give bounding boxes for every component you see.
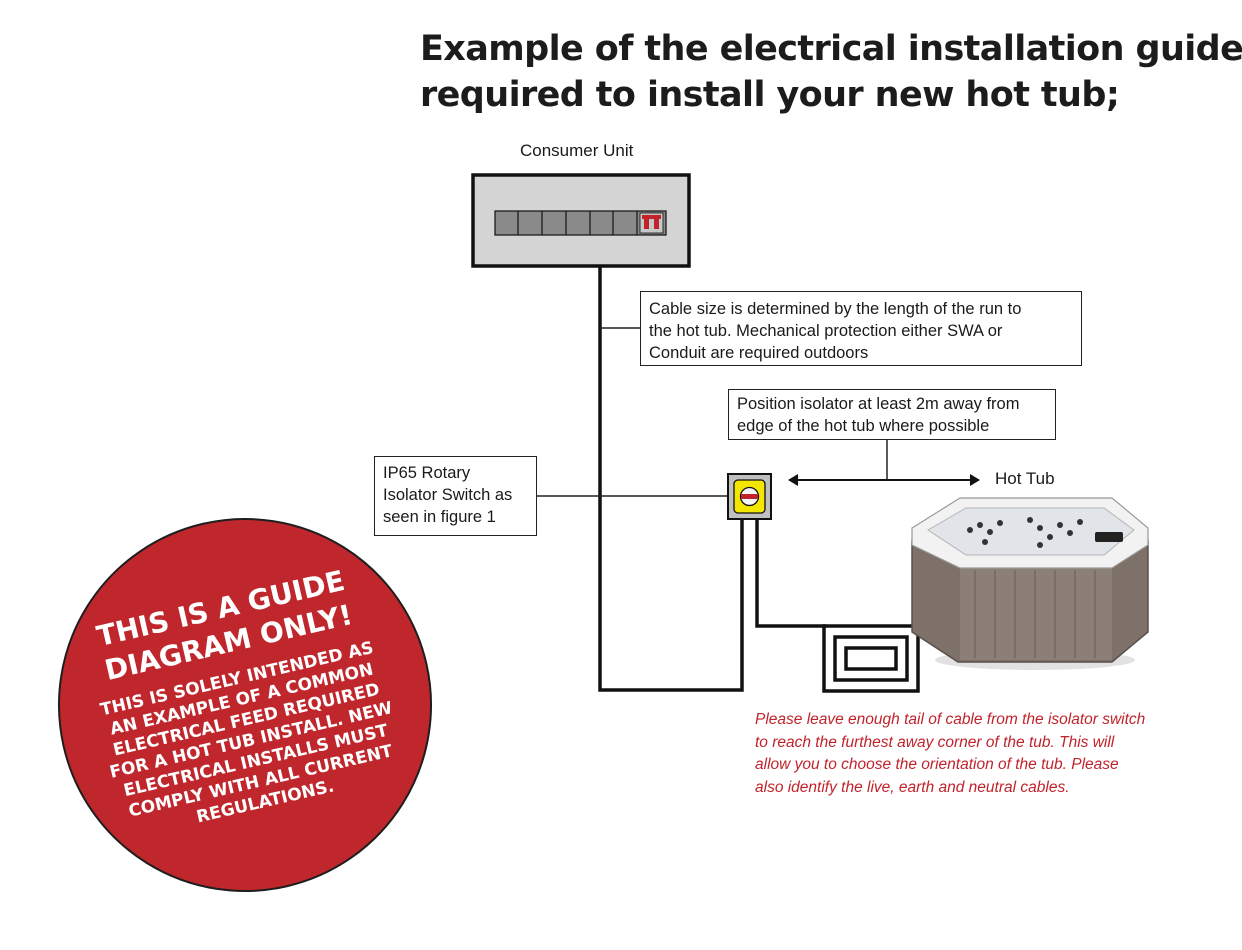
cable-size-note: Cable size is determined by the length o… [640, 291, 1082, 366]
isolator-switch-icon [727, 473, 772, 520]
isolator-switch-note: IP65 Rotary Isolator Switch as seen in f… [374, 456, 537, 536]
tail-note-line-4: also identify the live, earth and neutra… [755, 778, 1070, 796]
isolator-note-line-1: IP65 Rotary [383, 464, 471, 482]
position-note-line-1: Position isolator at least 2m away from [737, 395, 1020, 413]
cable-note-line-3: Conduit are required outdoors [649, 344, 869, 362]
consumer-unit-label: Consumer Unit [520, 141, 634, 160]
tail-cable [755, 518, 826, 628]
hot-tub-icon [911, 497, 1149, 670]
title-line-1: Example of the electrical installation g… [420, 29, 1242, 69]
cable-coil-icon [822, 624, 920, 693]
consumer-unit-icon [471, 173, 691, 268]
isolator-note-line-3: seen in figure 1 [383, 508, 496, 526]
tail-note-line-3: allow you to choose the orientation of t… [755, 756, 1119, 773]
main-cable [598, 266, 744, 692]
hot-tub-label: Hot Tub [995, 469, 1055, 488]
cable-note-line-1: Cable size is determined by the length o… [649, 300, 1022, 318]
title-line-2: required to install your new hot tub; [420, 75, 1120, 115]
tail-note-line-1: Please leave enough tail of cable from t… [755, 711, 1146, 728]
arrow-right-head [970, 474, 980, 486]
page-title: Example of the electrical installation g… [420, 26, 1242, 118]
cable-tail-note: Please leave enough tail of cable from t… [755, 709, 1225, 799]
isolator-note-line-2: Isolator Switch as [383, 486, 513, 504]
isolator-position-note: Position isolator at least 2m away from … [728, 389, 1056, 440]
tail-note-line-2: to reach the furthest away corner of the… [755, 733, 1115, 751]
arrow-left-head [788, 474, 798, 486]
position-note-line-2: edge of the hot tub where possible [737, 417, 990, 435]
cable-note-line-2: the hot tub. Mechanical protection eithe… [649, 322, 1003, 340]
